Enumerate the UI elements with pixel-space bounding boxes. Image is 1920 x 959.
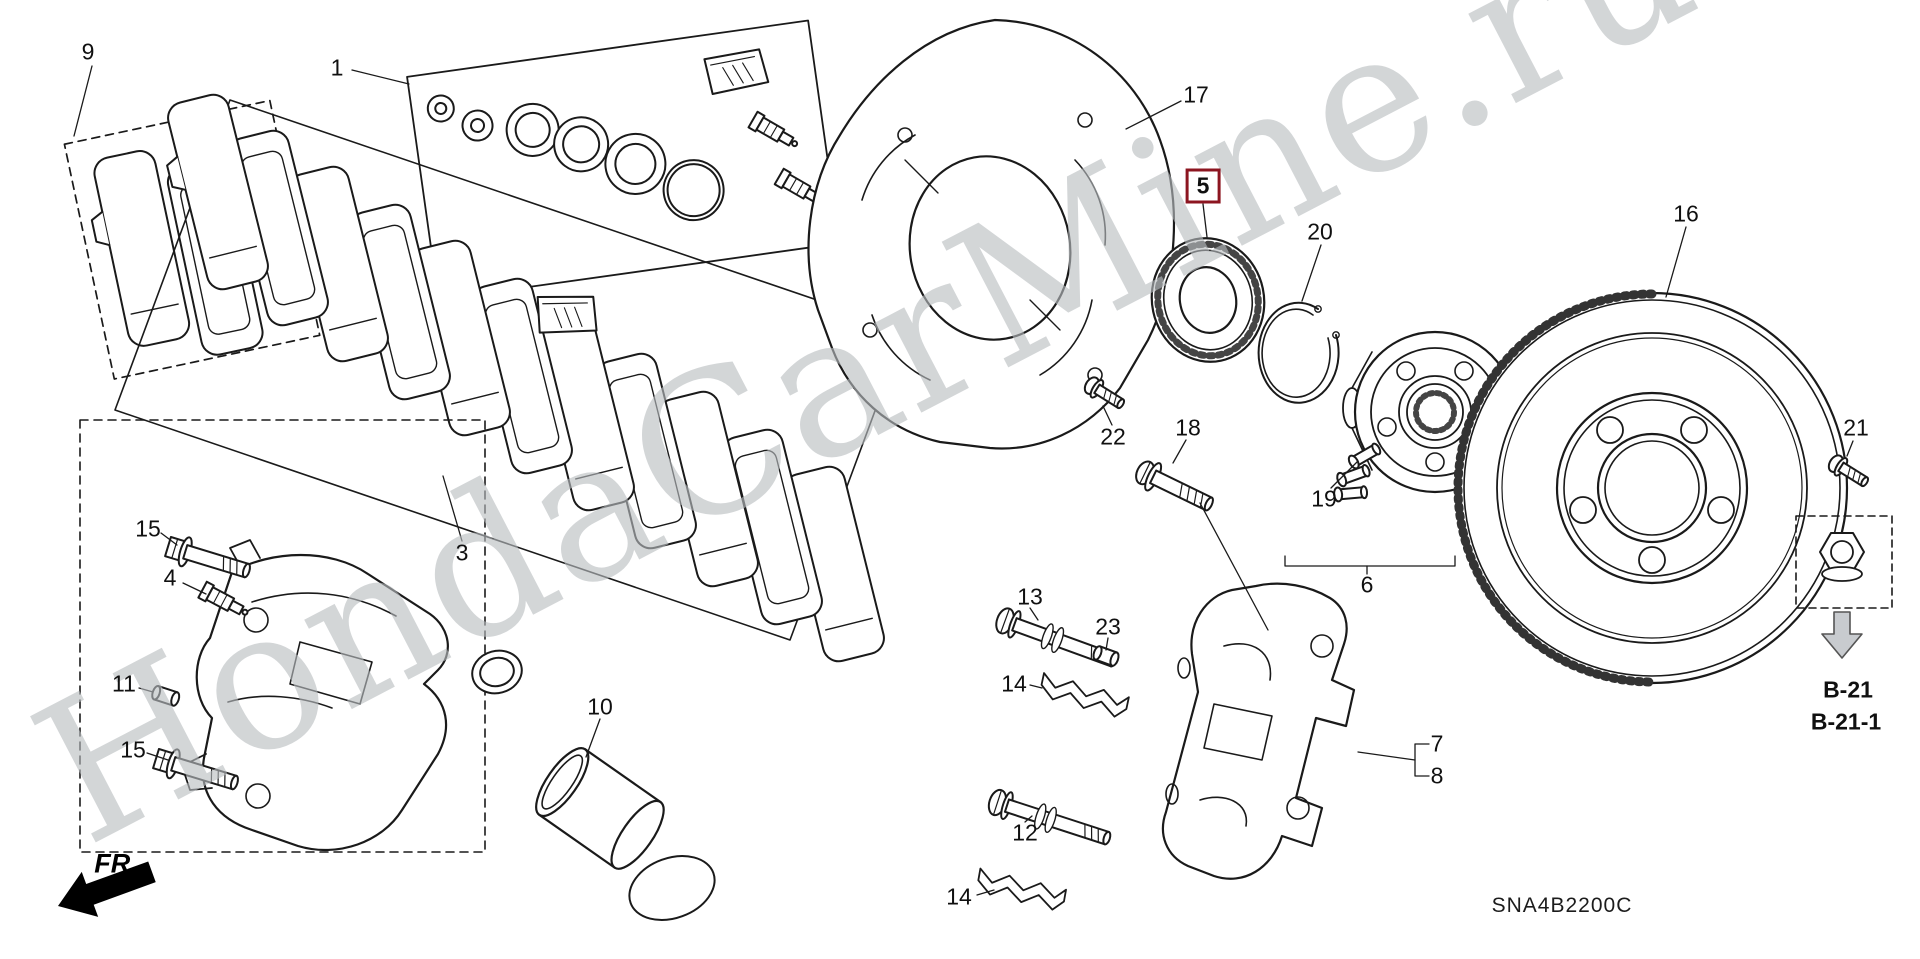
callout-20[interactable]: 20 — [1307, 218, 1333, 245]
callout-14-upper[interactable]: 14 — [1001, 670, 1027, 697]
callout-16[interactable]: 16 — [1673, 200, 1699, 227]
down-arrow-icon — [1821, 611, 1863, 659]
caliper-body — [181, 539, 449, 852]
callout-4[interactable]: 4 — [163, 564, 177, 591]
snap-ring — [1257, 301, 1340, 404]
callout-13[interactable]: 13 — [1017, 583, 1043, 610]
callout-8[interactable]: 8 — [1430, 762, 1444, 789]
caliper-dashed-box — [79, 419, 486, 853]
callout-11[interactable]: 11 — [112, 670, 136, 697]
callout-9[interactable]: 9 — [81, 38, 95, 65]
ref-b21-1[interactable]: B-21-1 — [1810, 708, 1882, 735]
callout-19[interactable]: 19 — [1311, 485, 1337, 512]
fr-label: FR. — [94, 848, 138, 879]
piston-seal-ring — [471, 649, 523, 695]
seal-kit-box — [406, 19, 841, 301]
piston-boot-ring — [628, 855, 716, 921]
wheel-bearing — [1150, 237, 1266, 363]
callout-3[interactable]: 3 — [455, 539, 469, 566]
callout-18[interactable]: 18 — [1175, 414, 1201, 441]
part-code: SNA4B2200C — [1491, 894, 1633, 917]
fr-direction-arrow-icon — [58, 861, 156, 917]
callout-10[interactable]: 10 — [587, 693, 613, 720]
wheel-nut-ref — [1795, 515, 1893, 659]
leader-lines — [73, 65, 1854, 896]
brake-disc — [1453, 289, 1849, 687]
bracket-bolt — [1130, 454, 1220, 520]
caliper-bracket — [1161, 582, 1356, 880]
wheel-studs — [1332, 440, 1384, 503]
callout-17[interactable]: 17 — [1183, 81, 1209, 108]
callout-14-lower[interactable]: 14 — [946, 883, 972, 910]
pad-retainer-lower — [974, 867, 1069, 913]
pin-cap — [151, 685, 181, 707]
callout-21[interactable]: 21 — [1843, 414, 1869, 441]
guide-pin-lower — [984, 785, 1115, 854]
callout-23[interactable]: 23 — [1095, 613, 1121, 640]
callout-5-highlighted[interactable]: 5 — [1185, 168, 1221, 204]
callout-7[interactable]: 7 — [1430, 730, 1444, 757]
ref-b21[interactable]: B-21 — [1823, 676, 1873, 703]
callout-6[interactable]: 6 — [1360, 571, 1374, 598]
callout-12[interactable]: 12 — [1012, 819, 1038, 846]
caliper-piston — [535, 747, 665, 870]
splash-guard — [807, 18, 1176, 450]
callout-15-upper[interactable]: 15 — [135, 515, 161, 542]
brake-pad-cascade — [114, 90, 906, 669]
callout-15-lower[interactable]: 15 — [120, 736, 146, 763]
pin-bushing — [1092, 645, 1120, 667]
pad-retainer-upper — [1037, 672, 1132, 720]
callout-1[interactable]: 1 — [330, 54, 344, 81]
callout-22[interactable]: 22 — [1100, 423, 1126, 450]
